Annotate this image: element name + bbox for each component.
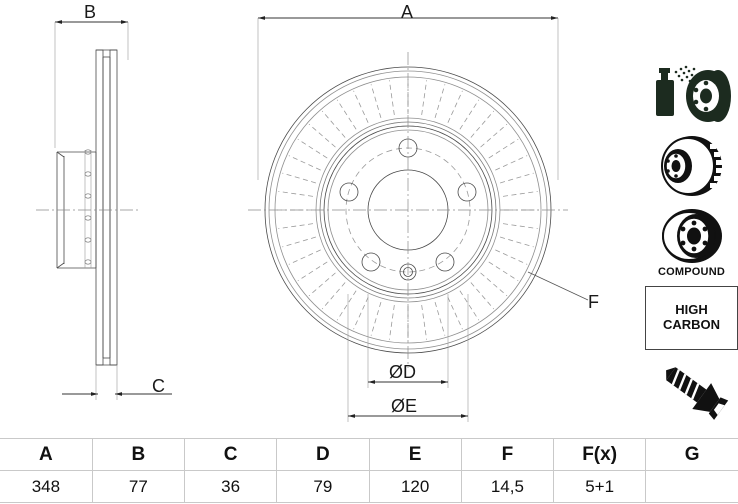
table-value-a: 348 (0, 470, 93, 503)
technical-drawing: B C A ØD ØE F (36, 2, 599, 422)
dimension-label-F: F (588, 292, 599, 312)
table-value-e: 120 (368, 470, 462, 503)
badge-compound-label: COMPOUND (658, 265, 725, 278)
centerline-front (248, 52, 568, 368)
dimension-label-A: A (401, 2, 414, 22)
side-bolt-holes (84, 149, 92, 265)
table-value-g (645, 470, 738, 503)
badge-vented (645, 130, 738, 202)
specification-table: A B C D E F F(x) G 348 77 36 79 120 14,5… (0, 438, 738, 503)
table-header-row: A B C D E F F(x) G (0, 438, 738, 471)
dimension-label-C: C (152, 376, 165, 396)
table-header-g: G (645, 438, 738, 471)
table-value-d: 79 (276, 470, 370, 503)
badge-screw (645, 354, 738, 424)
table-value-b: 77 (91, 470, 186, 503)
high-carbon-line2: CARBON (662, 317, 721, 332)
dimension-OD (367, 294, 449, 388)
side-friction-ring (95, 49, 118, 366)
bolt-holes (339, 138, 477, 281)
table-header-f: F (460, 438, 555, 471)
dimension-label-OE: ØE (391, 396, 418, 416)
spray-can-coated-disc-icon (655, 65, 731, 122)
dimension-F-leader (527, 271, 589, 301)
dimension-label-B: B (84, 2, 97, 22)
dimension-label-OD: ØD (389, 362, 416, 382)
table-header-fx: F(x) (552, 438, 647, 471)
table-header-e: E (368, 438, 462, 471)
ventilated-disc-icon (660, 136, 722, 196)
table-header-b: B (91, 438, 186, 471)
table-value-row: 348 77 36 79 120 14,5 5+1 (0, 470, 738, 503)
badge-compound: COMPOUND (645, 202, 738, 282)
table-header-d: D (276, 438, 370, 471)
dimension-A (257, 16, 559, 180)
dimension-B (54, 20, 129, 148)
high-carbon-line1: HIGH (675, 302, 708, 318)
table-value-f: 14,5 (460, 470, 555, 503)
badge-high-carbon: HIGH CARBON (645, 286, 738, 350)
table-value-fx: 5+1 (552, 470, 647, 503)
table-value-c: 36 (183, 470, 278, 503)
badge-coated (645, 58, 738, 130)
table-header-a: A (0, 438, 93, 471)
dimension-C (62, 365, 172, 400)
drawing-svg (36, 16, 589, 422)
countersunk-screw-icon (665, 367, 728, 420)
dimension-OE (347, 294, 469, 422)
feature-badges: COMPOUND HIGH CARBON (645, 58, 738, 424)
compound-disc-icon (661, 208, 722, 263)
table-header-c: C (183, 438, 278, 471)
